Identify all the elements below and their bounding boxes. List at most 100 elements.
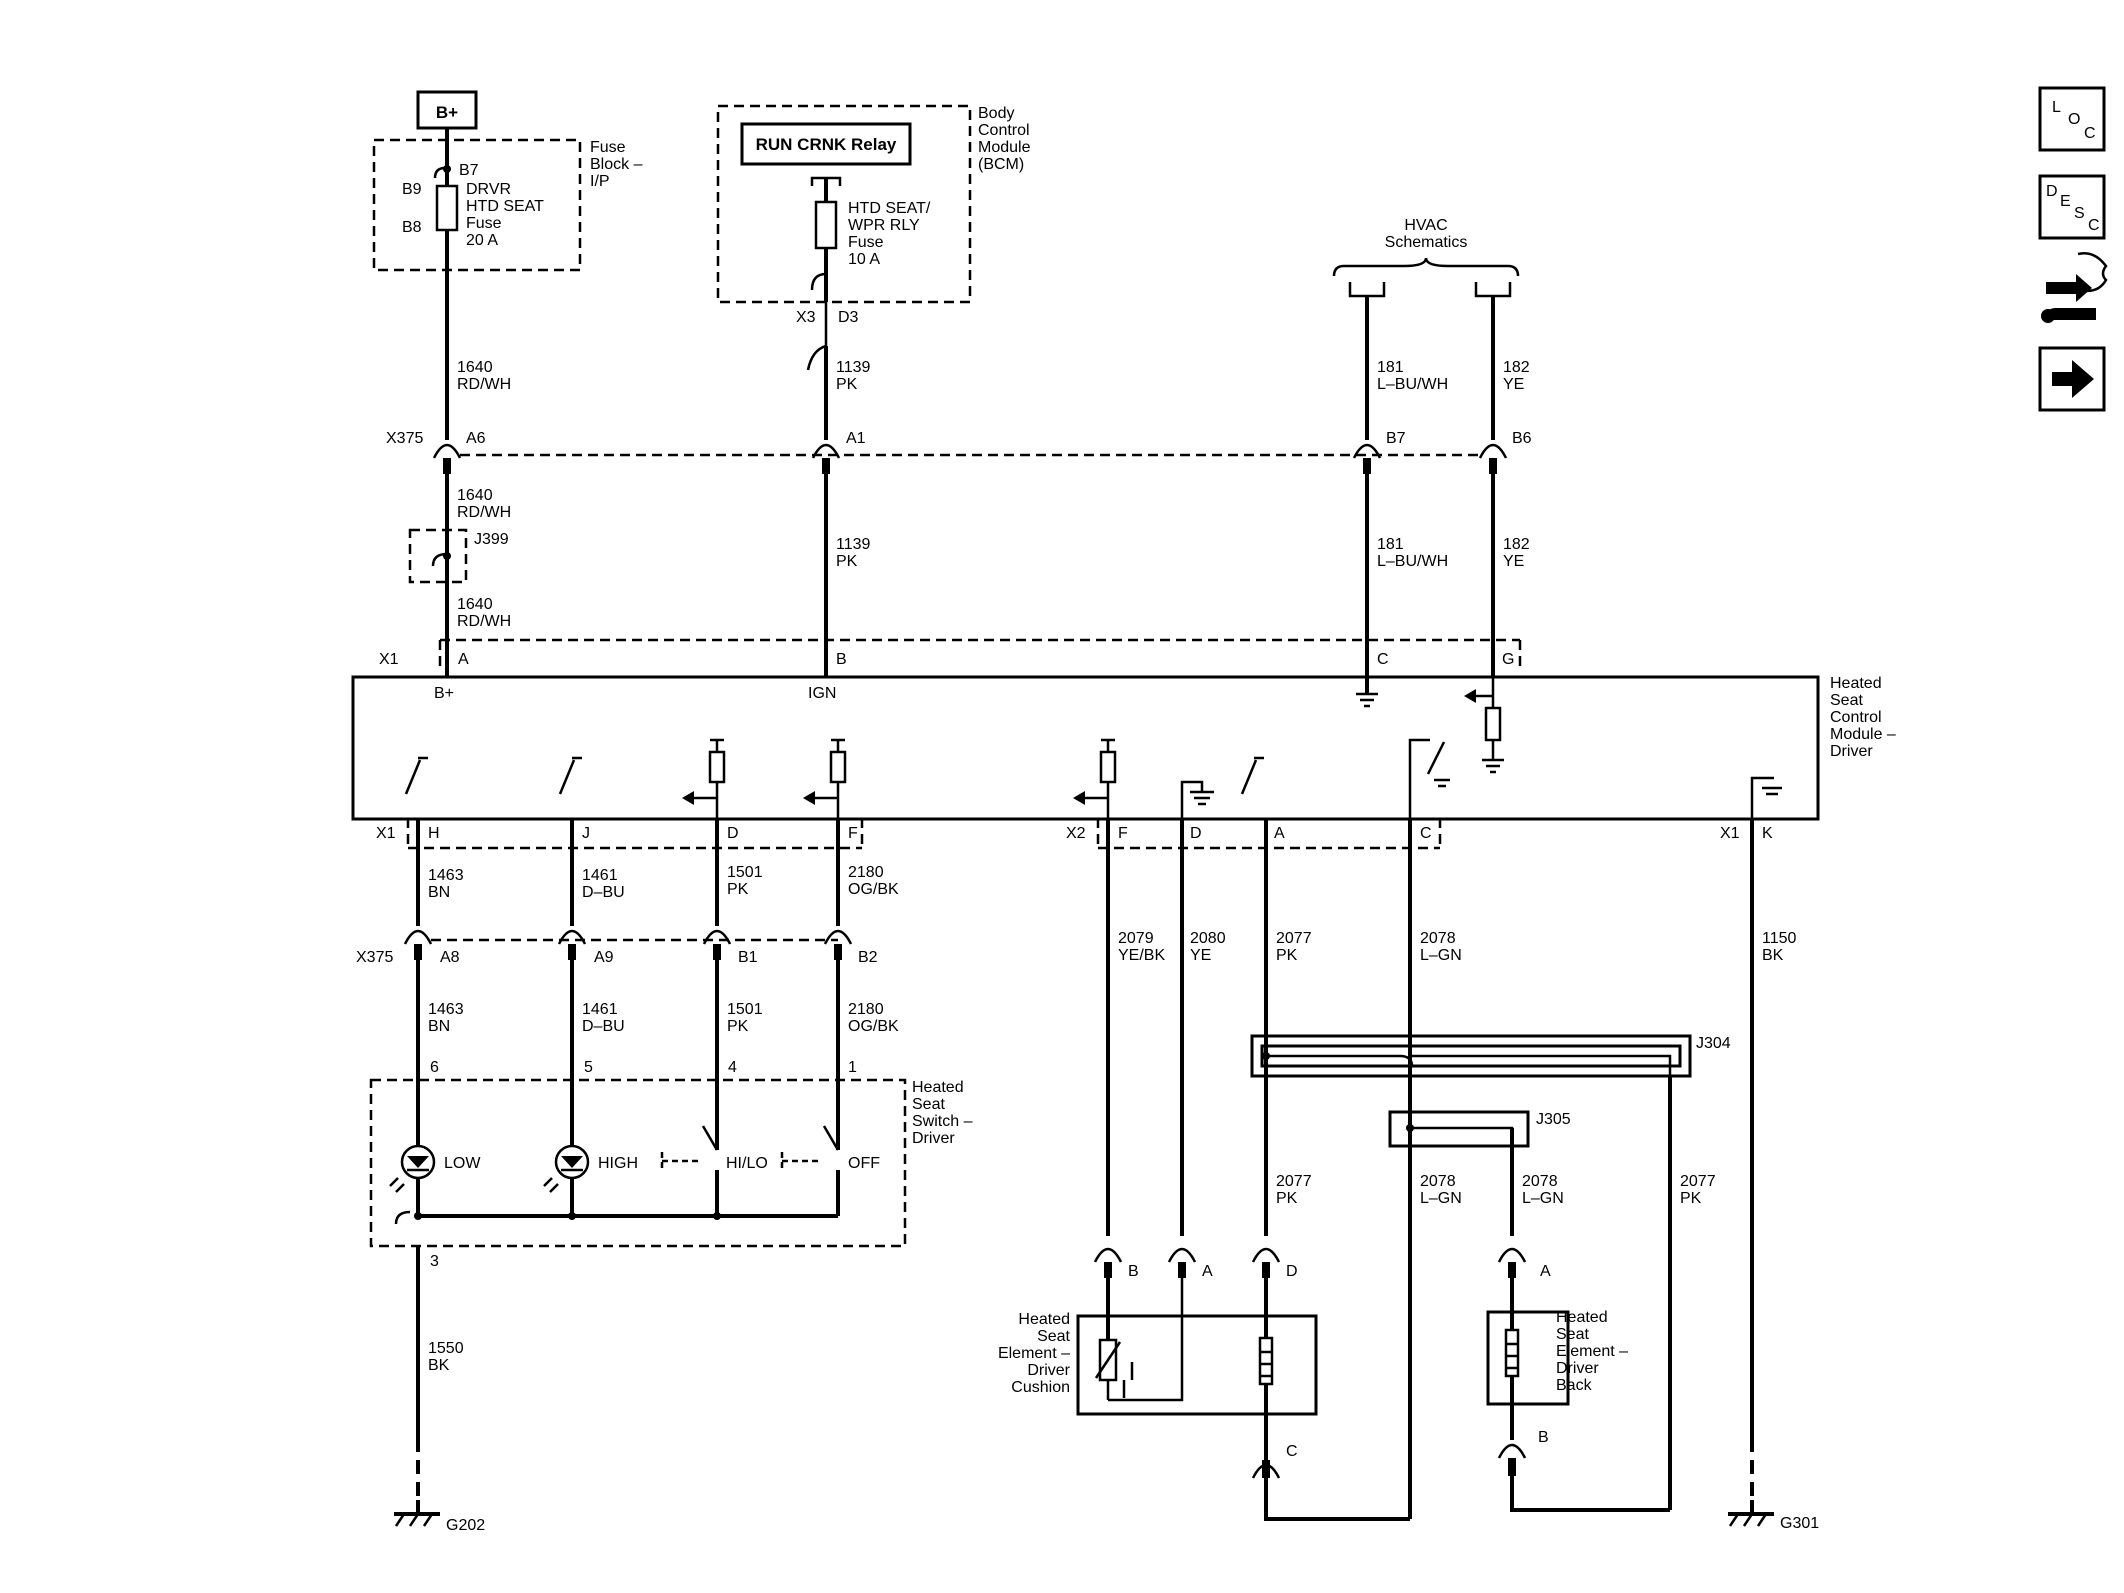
ground-icon	[1356, 692, 1378, 708]
desc-letter-e: E	[2060, 193, 2071, 210]
x375-pin-b6: B6	[1512, 430, 1532, 447]
module-pin-b: B	[836, 651, 847, 668]
run-crnk-relay	[740, 122, 912, 166]
x375-bottom-name: X375	[356, 949, 393, 966]
loc-letter-c: C	[2084, 125, 2096, 142]
fuse-pin-b9: B9	[402, 181, 422, 198]
switch-outline	[369, 1078, 907, 1248]
module-outline	[351, 675, 1820, 821]
module-pin-c: C	[1377, 651, 1389, 668]
fuse-pin-b7: B7	[459, 162, 479, 179]
module-pin-k: K	[1762, 825, 1773, 842]
loc-letter-o: O	[2068, 111, 2080, 128]
x375-pin-b7: B7	[1386, 430, 1406, 447]
x375-pin-b1: B1	[738, 949, 758, 966]
description-nav-button[interactable]: D E S C	[2038, 174, 2106, 240]
desc-letter-d: D	[2046, 183, 2058, 200]
x375-pin-a1: A1	[846, 430, 866, 447]
module-x2-pin-a: A	[1274, 825, 1285, 842]
next-arrow-button[interactable]	[2038, 346, 2106, 412]
module-pin-d: D	[727, 825, 739, 842]
desc-letter-s: S	[2074, 205, 2085, 222]
module-x1-k-conn: X1	[1720, 825, 1740, 842]
x375-top-name: X375	[386, 430, 423, 447]
lower-wires	[416, 818, 1754, 1519]
location-nav-button[interactable]: L O C	[2038, 86, 2106, 152]
back-pin-b: B	[1538, 1429, 1549, 1446]
fuse-pin-b8: B8	[402, 219, 422, 236]
x375-pin-a8: A8	[440, 949, 460, 966]
j399-label: J399	[474, 531, 509, 548]
g202-label: G202	[446, 1517, 485, 1534]
cushion-pin-d: D	[1286, 1263, 1298, 1280]
module-x2: X2	[1066, 825, 1086, 842]
module-x1-bottom: X1	[376, 825, 396, 842]
x375-pin-a9: A9	[594, 949, 614, 966]
bcm-pin-d3: D3	[838, 309, 859, 326]
fuse-10a-icon	[814, 200, 838, 250]
ground-g202: G202	[394, 1500, 485, 1534]
back-outline	[1486, 1310, 1570, 1406]
cushion-pin-a: A	[1202, 1263, 1213, 1280]
bplus-source: B+	[416, 90, 478, 140]
bcm-conn-x3: X3	[796, 309, 816, 326]
switch-pin-4: 4	[728, 1059, 737, 1076]
arrow-right-icon	[2052, 360, 2094, 398]
run-crnk-relay-label: RUN CRNK Relay	[756, 135, 897, 154]
switch-pin-3: 3	[430, 1253, 439, 1270]
led-low-label: LOW	[444, 1155, 481, 1172]
j305-label: J305	[1536, 1111, 1571, 1128]
connector-x375-top: X375 A6 A1 B7 B6	[386, 430, 1532, 474]
fuse-block-outline	[372, 138, 582, 272]
switch-off-label: OFF	[848, 1155, 880, 1172]
splice-j399: J399	[408, 528, 509, 584]
j304-label: J304	[1696, 1035, 1731, 1052]
connector-x375-bottom: X375 A8 A9 B1 B2	[356, 929, 878, 966]
module-pin-j: J	[582, 825, 590, 842]
module-x2-pin-d: D	[1190, 825, 1202, 842]
cushion-pin-b: B	[1128, 1263, 1139, 1280]
switch-pin-6: 6	[430, 1059, 439, 1076]
fuse-20a-icon	[435, 184, 459, 232]
led-high-label: HIGH	[598, 1155, 638, 1172]
switch-hilo-label: HI/LO	[726, 1155, 768, 1172]
connector-tools-icon[interactable]	[2041, 252, 2108, 323]
module-bplus: B+	[434, 685, 454, 702]
x375-pin-a6: A6	[466, 430, 486, 447]
module-x2-pin-f: F	[1118, 825, 1128, 842]
module-pin-a: A	[458, 651, 469, 668]
module-internal-circuits	[404, 738, 1782, 818]
x375-pin-b2: B2	[858, 949, 878, 966]
